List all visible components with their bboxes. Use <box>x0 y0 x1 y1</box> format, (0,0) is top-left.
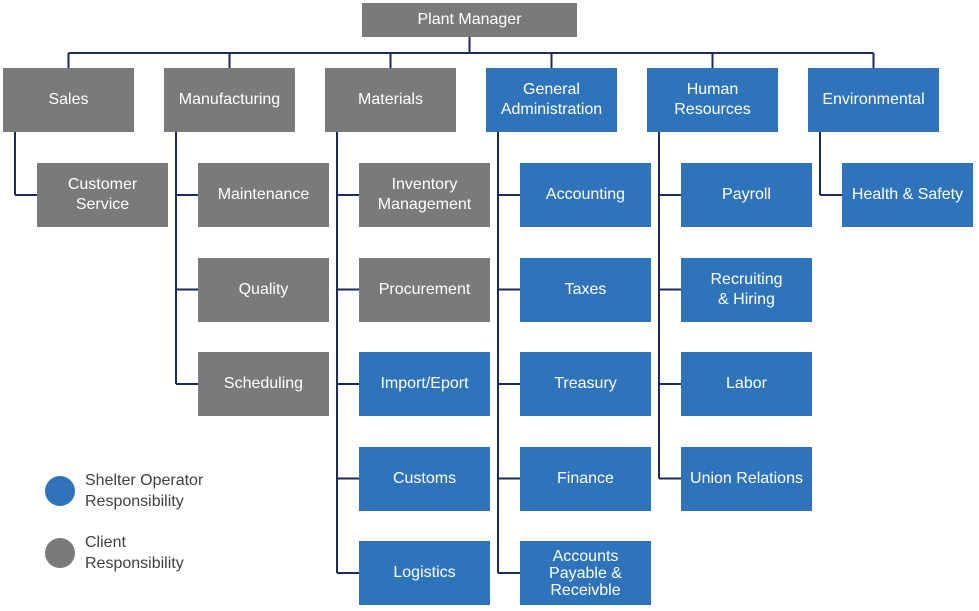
child-box-logistics: Logistics <box>359 541 490 605</box>
root-box-plant-manager: Plant Manager <box>362 3 577 37</box>
child-box-health-safety: Health & Safety <box>842 163 973 227</box>
department-box-human-resources: Human Resources <box>647 68 778 132</box>
child-box-treasury: Treasury <box>520 352 651 416</box>
child-box-recruiting-hiring: Recruiting & Hiring <box>681 257 812 322</box>
legend-item-client: Client Responsibility <box>45 532 184 574</box>
department-box-environmental: Environmental <box>808 68 939 132</box>
department-box-general-administration: General Administration <box>486 68 617 132</box>
child-box-inventory-management: Inventory Management <box>359 163 490 227</box>
legend-swatch-operator <box>45 476 75 506</box>
child-box-union-relations: Union Relations <box>681 446 812 511</box>
child-box-customs: Customs <box>359 446 490 511</box>
child-box-finance: Finance <box>520 446 651 511</box>
department-box-materials: Materials <box>325 68 456 132</box>
child-box-import-eport: Import/Eport <box>359 352 490 416</box>
child-box-accounts-payable-receivble: Accounts Payable & Receivble <box>520 541 651 605</box>
child-box-labor: Labor <box>681 352 812 416</box>
child-box-payroll: Payroll <box>681 163 812 227</box>
child-box-taxes: Taxes <box>520 257 651 322</box>
department-box-manufacturing: Manufacturing <box>164 68 295 132</box>
legend-item-operator: Shelter Operator Responsibility <box>45 470 203 512</box>
legend-label: Shelter Operator Responsibility <box>85 472 204 510</box>
child-box-scheduling: Scheduling <box>198 352 329 416</box>
child-box-customer-service: Customer Service <box>37 163 168 227</box>
child-box-quality: Quality <box>198 257 329 322</box>
child-box-procurement: Procurement <box>359 257 490 322</box>
legend-label: Client Responsibility <box>85 534 184 572</box>
department-box-sales: Sales <box>3 68 134 132</box>
child-box-maintenance: Maintenance <box>198 163 329 227</box>
child-box-accounting: Accounting <box>520 163 651 227</box>
legend-swatch-client <box>45 538 75 568</box>
